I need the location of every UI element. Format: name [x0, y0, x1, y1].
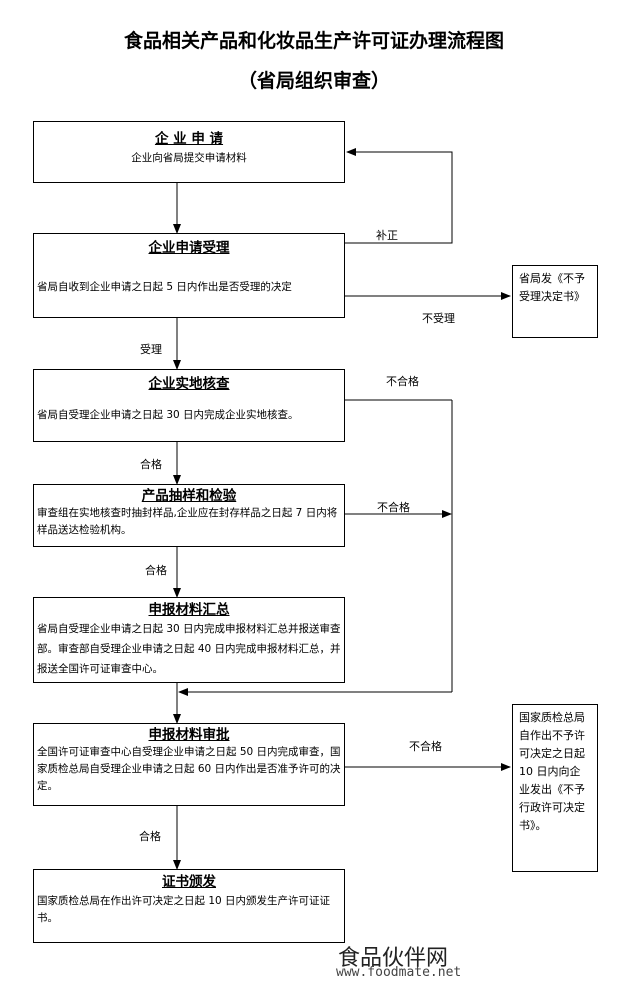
watermark-url: www.foodmate.net	[336, 965, 462, 980]
step-body: 国家质检总局在作出许可决定之日起 10 日内颁发生产许可证证书。	[37, 895, 331, 924]
step-heading: 企业实地核查	[148, 376, 230, 392]
step-heading: 证书颁发	[162, 874, 216, 890]
step-heading: 申报材料审批	[148, 727, 230, 743]
arrow-correction-loop	[345, 148, 453, 244]
step-application-accept: 企业申请受理 省局自收到企业申请之日起 5 日内作出是否受理的决定	[33, 233, 345, 318]
step-body: 省局自受理企业申请之日起 30 日内完成企业实地核查。	[37, 409, 299, 421]
step-onsite-inspection: 企业实地核查 省局自受理企业申请之日起 30 日内完成企业实地核查。	[33, 369, 345, 442]
page-title: 食品相关产品和化妆品生产许可证办理流程图	[123, 30, 504, 52]
step-heading: 产品抽样和检验	[141, 488, 237, 504]
step-body: 省局自收到企业申请之日起 5 日内作出是否受理的决定	[37, 281, 292, 293]
step-certificate-issue: 证书颁发 国家质检总局在作出许可决定之日起 10 日内颁发生产许可证证书。	[33, 869, 345, 943]
step-heading: 企业申请受理	[148, 240, 230, 256]
step-body: 审查组在实地核查时抽封样品,企业应在封存样品之日起 7 日内将样品送达检验机构。	[37, 507, 338, 536]
step-heading: 申报材料汇总	[148, 602, 230, 618]
label-pass-2: 合格	[145, 564, 167, 577]
page-subtitle: （省局组织审查）	[237, 70, 390, 92]
step-material-approval: 申报材料审批 全国许可证审查中心自受理企业申请之日起 50 日内完成审查，国家质…	[33, 723, 345, 806]
label-accept: 受理	[140, 343, 162, 356]
side-not-accepted-notice: 省局发《不予受理决定书》	[512, 265, 598, 338]
label-fail-1: 不合格	[386, 375, 419, 388]
label-not-accept: 不受理	[422, 312, 455, 325]
step-body: 省局自受理企业申请之日起 30 日内完成申报材料汇总并报送审查部。审查部自受理企…	[37, 623, 341, 675]
side-not-approved-notice: 国家质检总局自作出不予许可决定之日起 10 日内向企业发出《不予行政许可决定书》…	[512, 704, 598, 872]
step-body: 企业向省局提交申请材料	[131, 152, 247, 164]
label-pass-1: 合格	[140, 458, 162, 471]
step-sampling-testing: 产品抽样和检验 审查组在实地核查时抽封样品,企业应在封存样品之日起 7 日内将样…	[33, 484, 345, 547]
step-heading: 企 业 申 请	[154, 131, 224, 147]
label-correction: 补正	[376, 229, 398, 242]
step-enterprise-apply: 企 业 申 请 企业向省局提交申请材料	[33, 121, 345, 183]
label-pass-3: 合格	[139, 830, 161, 843]
watermark-logo-text: 食品伙伴网	[338, 946, 449, 971]
step-body: 全国许可证审查中心自受理企业申请之日起 50 日内完成审查，国家质检总局自受理企…	[37, 746, 341, 792]
step-material-summary: 申报材料汇总 省局自受理企业申请之日起 30 日内完成申报材料汇总并报送审查部。…	[33, 597, 345, 683]
label-fail-2: 不合格	[377, 501, 410, 514]
label-fail-3: 不合格	[409, 740, 442, 753]
